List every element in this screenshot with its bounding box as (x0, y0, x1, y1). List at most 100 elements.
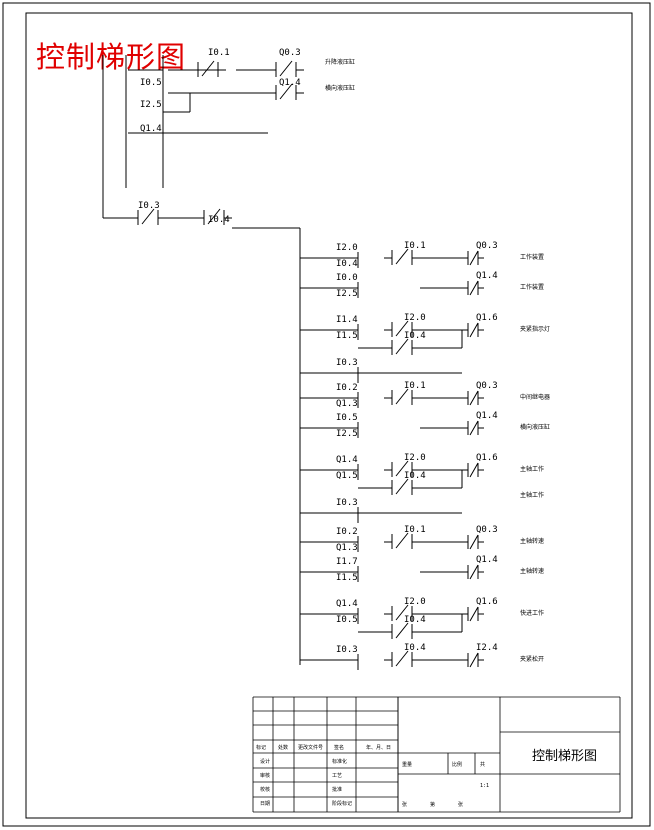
title-block-label: 阶段标记 (332, 800, 352, 807)
coil-desc: 工作装置 (520, 283, 544, 291)
contact-label: I2.5 (336, 289, 358, 299)
coil-desc: 夹紧松开 (520, 655, 544, 663)
contact-d-slash (395, 338, 409, 355)
contact-label: I0.2 (336, 527, 358, 537)
contact-label: I2.0 (404, 597, 426, 607)
contact-top1-slash (201, 60, 215, 77)
title-block-label: 签名 (334, 744, 344, 751)
coil-slash (469, 250, 479, 266)
coil-slash (469, 652, 479, 668)
title-block-label: 工艺 (332, 773, 342, 779)
contact-label: I0.3 (336, 358, 358, 368)
title-block-label: 共 (480, 761, 485, 768)
contact-label: I0.1 (404, 525, 426, 535)
contact-d-slash (395, 478, 409, 495)
contact-i03-slash (141, 208, 155, 225)
title-block-label: 日期 (260, 801, 270, 807)
contact-label: I0.4 (404, 643, 426, 653)
contact-label: I0.3 (336, 645, 358, 655)
coil-desc: 横向液压缸 (325, 84, 355, 92)
coil-slash (469, 322, 479, 338)
contact-c-slash (395, 388, 409, 405)
coil-desc: 主轴转速 (520, 537, 544, 545)
contact-label: Q1.3 (336, 543, 358, 553)
contact-label: Q0.3 (279, 48, 301, 58)
contact-c-slash (395, 320, 409, 337)
contact-label: I0.4 (404, 471, 426, 481)
contact-label: I0.3 (336, 498, 358, 508)
title-block-title: 控制梯形图 (532, 749, 597, 764)
coil-slash (469, 564, 479, 580)
contact-label: Q1.5 (336, 471, 358, 481)
coil-desc: 升降液压缸 (325, 58, 355, 66)
contact-label: I2.5 (140, 100, 162, 110)
coil-label: Q1.4 (476, 271, 498, 281)
title-block-label: 比例 (452, 761, 462, 768)
contact-c-slash (395, 604, 409, 621)
coil-slash (469, 280, 479, 296)
coil-label: Q1.6 (476, 313, 498, 323)
coil-desc: 主轴工作 (520, 465, 544, 473)
coil-desc: 工作装置 (520, 253, 544, 261)
contact-label: I1.5 (336, 331, 358, 341)
contact-label: I0.5 (140, 78, 162, 88)
coil-label: Q1.6 (476, 597, 498, 607)
contact-label: I2.5 (336, 429, 358, 439)
ladder-wires (102, 55, 484, 670)
contact-label: I2.0 (404, 313, 426, 323)
title-block-label: 校核 (260, 786, 270, 793)
contact-label: I0.4 (404, 615, 426, 625)
coil-desc: 主轴转速 (520, 567, 544, 575)
title-block-label: 批准 (332, 786, 342, 793)
coil-desc: 横向液压缸 (520, 423, 550, 431)
title-block-label: 设计 (260, 758, 270, 765)
coil-label: Q0.3 (476, 241, 498, 251)
coil-desc: 夹紧指示灯 (520, 325, 550, 333)
coil-label: Q0.3 (476, 525, 498, 535)
coil-desc: 快进工作 (520, 609, 544, 617)
title-block-scale: 1:1 (480, 783, 489, 789)
coil-desc: 中间继电器 (520, 393, 550, 401)
contact-label: I1.7 (336, 557, 358, 567)
title-block-label: 处数 (278, 744, 288, 751)
contact-label: Q1.4 (336, 599, 358, 609)
contact-label: I0.4 (336, 259, 358, 269)
contact-label: I0.5 (336, 615, 358, 625)
contact-label: I2.0 (336, 243, 358, 253)
inner-border (25, 12, 633, 819)
coil-slash (469, 420, 479, 436)
contact-label: I1.5 (336, 573, 358, 583)
title-block-label: 重量 (402, 761, 412, 768)
contact-label: I0.3 (138, 201, 160, 211)
title-block (252, 696, 621, 813)
title-block-label: 张 (402, 801, 407, 808)
title-block-label: 标记 (256, 744, 266, 751)
contact-top2-slash (279, 60, 293, 77)
contact-label: I0.1 (404, 241, 426, 251)
contact-c-slash (395, 532, 409, 549)
coil-label: Q0.3 (476, 381, 498, 391)
title-block-label: 审核 (260, 772, 270, 779)
contact-label: I0.1 (404, 381, 426, 391)
title-block-label: 标准化 (332, 758, 347, 765)
contact-label: Q1.4 (336, 455, 358, 465)
contact-label: I0.4 (404, 331, 426, 341)
contact-label: I0.1 (208, 48, 230, 58)
contact-label: I0.0 (336, 273, 358, 283)
page-title: 控制梯形图 (36, 40, 187, 74)
contact-label: I1.4 (336, 315, 358, 325)
coil-slash (469, 462, 479, 478)
title-block-label: 第 (430, 801, 435, 808)
contact-c-slash (395, 650, 409, 667)
title-block-label: 更改文件号 (298, 744, 323, 751)
title-block-label: 年、月、日 (366, 744, 391, 751)
coil-label: Q1.6 (476, 453, 498, 463)
contact-label: Q1.4 (140, 124, 162, 134)
contact-c-slash (395, 248, 409, 265)
contact-label: I0.5 (336, 413, 358, 423)
coil-slash (469, 534, 479, 550)
